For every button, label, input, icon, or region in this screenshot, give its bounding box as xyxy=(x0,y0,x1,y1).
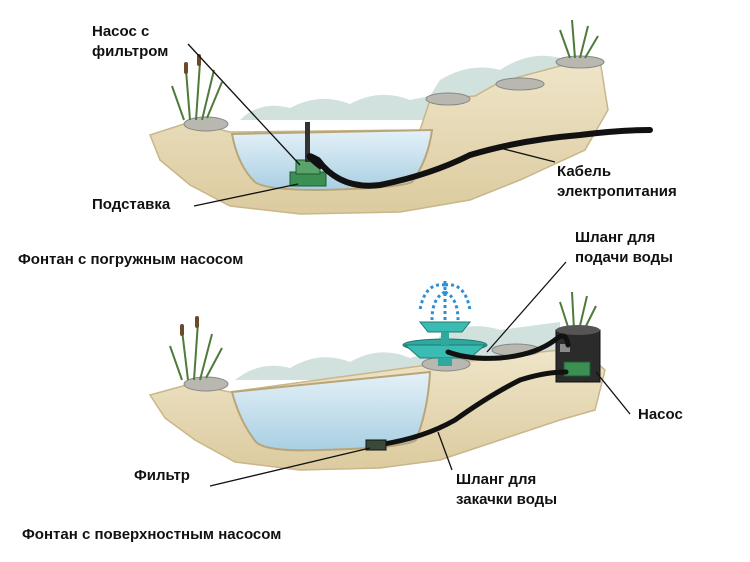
bottom-cattails xyxy=(180,316,199,336)
leader-cable xyxy=(499,147,556,163)
label-filter: Фильтр xyxy=(134,467,190,484)
label-supply-hose: Шланг для подачи воды xyxy=(575,228,673,268)
label-intake-hose-line2: закачки воды xyxy=(456,491,558,508)
label-pump-with-filter: Насос с фильтром xyxy=(92,22,168,62)
top-stone-step-2 xyxy=(495,77,545,91)
label-pump-with-filter-line1: Насос с xyxy=(92,23,150,40)
bottom-leaders xyxy=(209,261,631,487)
caption-submersible-pump: Фонтан с погружным насосом xyxy=(18,251,244,268)
bottom-stone-left xyxy=(183,376,229,392)
top-pond-scene xyxy=(149,19,653,215)
label-intake-hose: Шланг для закачки воды xyxy=(456,470,557,510)
label-power-cable-line1: Кабель xyxy=(557,163,612,180)
top-pump-nozzle xyxy=(305,122,310,162)
supply-hose xyxy=(445,333,571,361)
label-supply-hose-line1: Шланг для xyxy=(575,229,656,246)
top-stone-step-1 xyxy=(425,92,471,106)
label-power-cable-line2: электропитания xyxy=(557,183,677,200)
top-leaders xyxy=(187,43,556,207)
filter xyxy=(365,439,387,451)
fountain-jets xyxy=(418,280,472,321)
leader-pump-filter xyxy=(187,43,301,166)
fountain xyxy=(402,321,488,366)
leader-stand xyxy=(193,183,299,207)
leader-intake-hose xyxy=(437,431,453,471)
bottom-pond-scene xyxy=(148,261,631,487)
top-stone-left xyxy=(183,116,229,132)
intake-hose xyxy=(367,369,569,449)
leader-supply-hose xyxy=(486,261,567,353)
bottom-water xyxy=(230,370,432,452)
top-power-cable xyxy=(306,127,653,189)
leader-pump xyxy=(595,371,631,415)
label-pump: Насос xyxy=(638,406,683,423)
label-stand: Подставка xyxy=(92,196,171,213)
label-pump-with-filter-line2: фильтром xyxy=(92,43,169,60)
label-intake-hose-line1: Шланг для xyxy=(456,471,537,488)
label-power-cable: Кабель электропитания xyxy=(557,162,677,202)
leader-filter xyxy=(209,447,371,487)
label-supply-hose-line2: подачи воды xyxy=(575,249,673,266)
caption-surface-pump: Фонтан с поверхностным насосом xyxy=(22,526,282,543)
top-background-trees xyxy=(240,55,600,120)
top-reeds xyxy=(171,19,599,121)
